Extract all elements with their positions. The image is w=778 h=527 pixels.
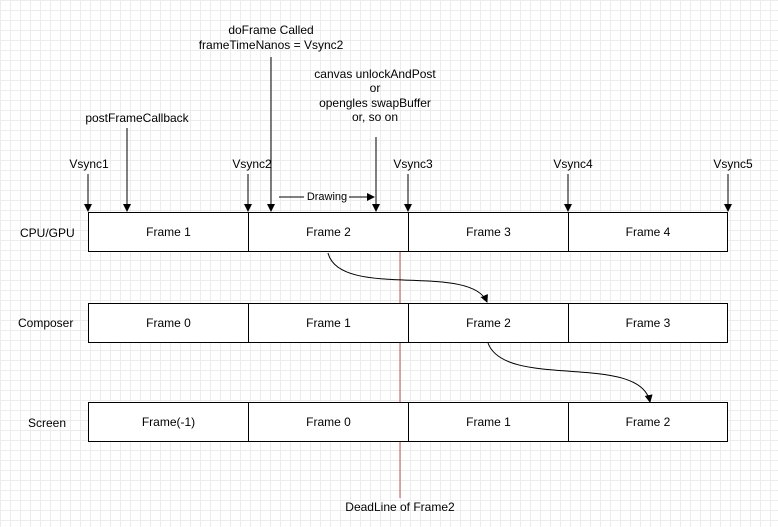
vsync-label-4: Vsync4 — [553, 157, 593, 171]
do-frame-label-line1: doFrame Called — [228, 23, 314, 37]
composer-cell: Frame 3 — [568, 303, 728, 343]
flow-frame2-cpu-to-composer — [327, 252, 488, 303]
canvas-label-line3: opengles swapBuffer — [319, 96, 431, 110]
row-label-screen: Screen — [28, 416, 67, 430]
vsync-label-3: Vsync3 — [393, 157, 433, 171]
vsync-label-5: Vsync5 — [713, 157, 753, 171]
screen-cell: Frame 0 — [248, 402, 409, 442]
vsync-label-1: Vsync1 — [69, 157, 109, 171]
cpu-gpu-cell: Frame 2 — [248, 212, 409, 252]
canvas-label-line1: canvas unlockAndPost — [314, 67, 436, 81]
drawing-label: Drawing — [306, 191, 348, 203]
row-label-composer: Composer — [18, 316, 74, 330]
cpu-gpu-cell: Frame 3 — [408, 212, 569, 252]
canvas-label-line2: or — [369, 81, 381, 95]
screen-cell: Frame 2 — [568, 402, 728, 442]
post-frame-callback-label: postFrameCallback — [85, 111, 189, 125]
composer-cell: Frame 0 — [88, 303, 249, 343]
flow-frame2-composer-to-screen — [487, 342, 653, 403]
cpu-gpu-cell: Frame 1 — [88, 212, 249, 252]
canvas-label-line4: or, so on — [351, 110, 399, 124]
cpu-gpu-cell: Frame 4 — [568, 212, 728, 252]
screen-cell: Frame 1 — [408, 402, 569, 442]
vsync-label-2: Vsync2 — [232, 157, 272, 171]
deadline-label: DeadLine of Frame2 — [345, 500, 455, 514]
screen-cell: Frame(-1) — [88, 402, 249, 442]
composer-cell: Frame 1 — [248, 303, 409, 343]
composer-cell: Frame 2 — [408, 303, 569, 343]
row-label-cpu-gpu: CPU/GPU — [20, 226, 75, 240]
do-frame-label-line2: frameTimeNanos = Vsync2 — [198, 38, 344, 52]
